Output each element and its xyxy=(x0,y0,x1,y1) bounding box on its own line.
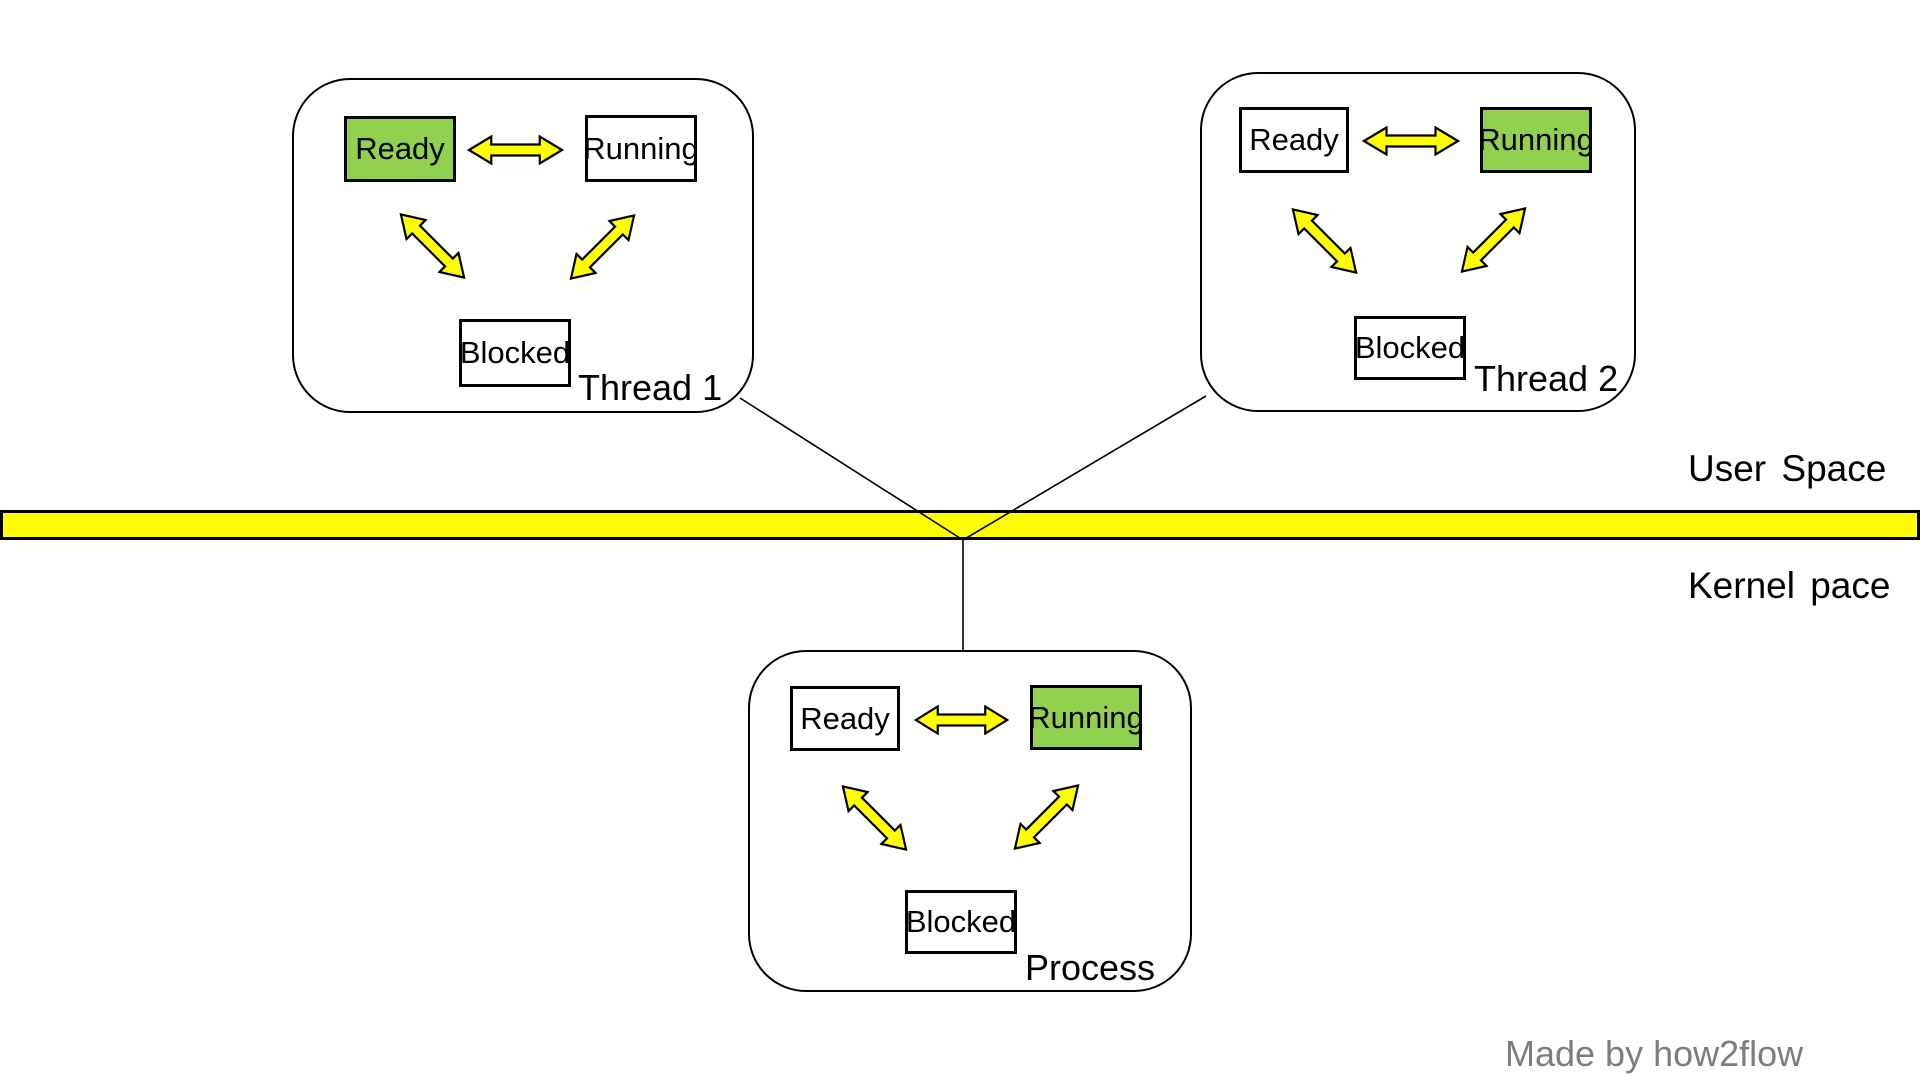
process-blocked-running-arrow-icon xyxy=(1003,774,1090,861)
thread2-ready-blocked-arrow-icon xyxy=(1281,198,1368,285)
thread2-running-state: Running xyxy=(1480,107,1592,173)
user-kernel-divider-bar xyxy=(0,510,1920,540)
process-blocked-state: Blocked xyxy=(905,890,1017,954)
thread1-blocked-running-arrow-icon xyxy=(559,204,646,291)
thread2-ready-running-arrow-icon xyxy=(1362,126,1460,156)
credit-text: Made by how2flow xyxy=(1505,1033,1804,1074)
process-ready-running-arrow-icon xyxy=(914,705,1009,735)
thread2-blocked-running-arrow-icon xyxy=(1450,197,1537,284)
thread2-caption: Thread 2 xyxy=(1474,358,1619,399)
user-space-label: User Space xyxy=(1688,448,1887,489)
thread2-ready-state: Ready xyxy=(1239,107,1349,173)
thread1-ready-running-arrow-icon xyxy=(467,135,564,165)
process-caption: Process xyxy=(1025,947,1156,988)
thread2-blocked-state: Blocked xyxy=(1354,316,1466,380)
thread1-caption: Thread 1 xyxy=(578,367,723,408)
thread1-running-state: Running xyxy=(585,115,697,182)
kernel-space-label: Kernel pace xyxy=(1688,565,1891,606)
thread1-container: Ready Running Blocked Thread 1 xyxy=(292,78,754,413)
thread2-container: Ready Running Blocked Thread 2 xyxy=(1200,72,1636,412)
thread1-ready-state: Ready xyxy=(344,116,456,182)
process-container: Ready Running Blocked Process xyxy=(748,650,1192,992)
thread1-blocked-state: Blocked xyxy=(459,319,571,387)
process-ready-blocked-arrow-icon xyxy=(831,775,918,862)
process-running-state: Running xyxy=(1030,685,1142,750)
process-ready-state: Ready xyxy=(790,686,900,751)
thread1-ready-blocked-arrow-icon xyxy=(389,203,476,290)
